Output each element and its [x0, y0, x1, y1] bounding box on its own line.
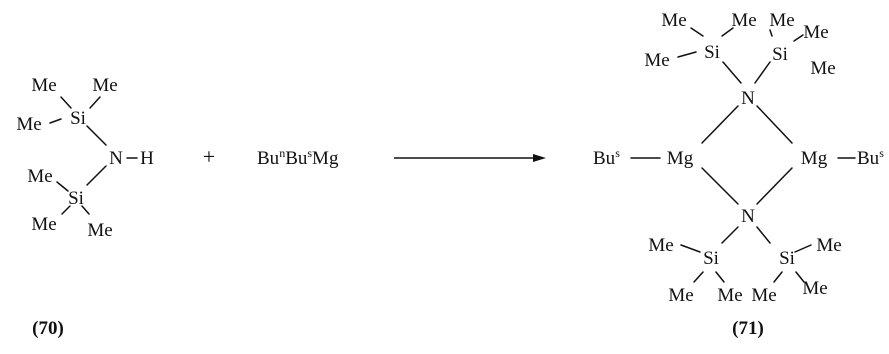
bond-ring-mg-right-n-bottom — [756, 167, 793, 205]
atom-n: N — [741, 206, 755, 227]
reaction-arrow — [394, 154, 546, 162]
reagent-formula: BunBusMg — [257, 146, 339, 169]
atom-si: Si — [68, 188, 84, 209]
sup-s: s — [879, 146, 884, 160]
atom-me: Me — [27, 166, 52, 187]
atom-si: Si — [704, 42, 720, 63]
bond-n-bottom-si-right — [756, 226, 771, 244]
bond-si-tr-me-top — [769, 29, 773, 37]
sup-s: s — [615, 146, 620, 160]
bond-si2-me-bottomleft — [61, 205, 71, 215]
atom-me: Me — [16, 114, 41, 135]
bond-si-br-me-right — [794, 244, 812, 253]
atom-me: Me — [661, 10, 686, 31]
bond-n-bottom-si-left — [721, 226, 739, 244]
bond-ring-n-top-mg-left — [701, 105, 739, 144]
bond-si-br-me-lowerleft — [773, 271, 783, 283]
atom-si: Si — [70, 108, 86, 129]
reagent-sup-s: s — [307, 146, 312, 160]
atom-me: Me — [31, 214, 56, 235]
reagent-bu-n: Bu — [257, 148, 280, 169]
reagent-sup-n: n — [279, 146, 285, 160]
atom-me: Me — [803, 22, 828, 43]
reagent-bu-s: Bu — [285, 148, 308, 169]
bond-n-top-si-left — [722, 61, 742, 84]
atom-si: Si — [772, 44, 788, 65]
bond-n-si2 — [86, 165, 107, 186]
bond-n-top-si-right — [754, 61, 771, 84]
reactant-70: Me Me Me Si N H Me Si Me Me (70) — [16, 75, 154, 339]
atom-me: Me — [31, 75, 56, 96]
bond-si1-me-left — [49, 118, 62, 124]
atom-me: Me — [769, 10, 794, 31]
bond-si-bl-me-left — [680, 244, 701, 253]
atom-me: Me — [668, 285, 693, 306]
product-71: Me Me Me Si Me Me Si Me N Bus Mg Mg Bus … — [593, 10, 884, 339]
bond-si2-me-top — [56, 181, 69, 192]
atom-me: Me — [644, 50, 669, 71]
bond-si1-me-top — [60, 96, 72, 109]
atom-n: N — [109, 148, 123, 169]
compound-label-70: (70) — [32, 318, 64, 339]
atom-mg: Mg — [801, 148, 828, 169]
arrow-head — [533, 154, 546, 162]
plus-sign: + — [203, 144, 215, 169]
atom-si: Si — [779, 248, 795, 269]
bond-si2-me-bottomright — [81, 205, 90, 215]
atom-me: Me — [751, 285, 776, 306]
atom-si: Si — [703, 248, 719, 269]
bond-si-tl-me-right — [721, 27, 734, 37]
atom-me: Me — [648, 235, 673, 256]
bond-si-tr-me-upperright — [793, 34, 804, 42]
reagent-mg: Mg — [312, 148, 339, 169]
compound-label-71: (71) — [732, 318, 764, 339]
atom-bu: Bu — [857, 148, 880, 169]
atom-me: Me — [810, 58, 835, 79]
bond-si-tl-me-top — [690, 27, 704, 37]
atom-mg: Mg — [667, 148, 694, 169]
bond-ring-mg-left-n-bottom — [701, 167, 739, 205]
atom-me: Me — [717, 285, 742, 306]
atom-bu: Bu — [593, 148, 616, 169]
atom-me: Me — [92, 75, 117, 96]
bond-si-br-me-lowerright — [795, 271, 805, 283]
bond-si1-n — [86, 125, 107, 146]
product-bu-right: Bus — [857, 146, 884, 169]
product-bu-left: Bus — [593, 146, 620, 169]
atom-me: Me — [87, 220, 112, 241]
bond-si-bl-me-lowerleft — [693, 271, 704, 283]
atom-n: N — [741, 88, 755, 109]
bond-si1-me-right — [89, 96, 101, 109]
bond-ring-n-top-mg-right — [756, 105, 793, 144]
atom-h: H — [140, 148, 154, 169]
atom-me: Me — [802, 278, 827, 299]
bond-si-bl-me-lowerright — [715, 271, 725, 283]
bond-si-tl-me-left — [677, 51, 697, 58]
atom-me: Me — [816, 235, 841, 256]
atom-me: Me — [731, 10, 756, 31]
